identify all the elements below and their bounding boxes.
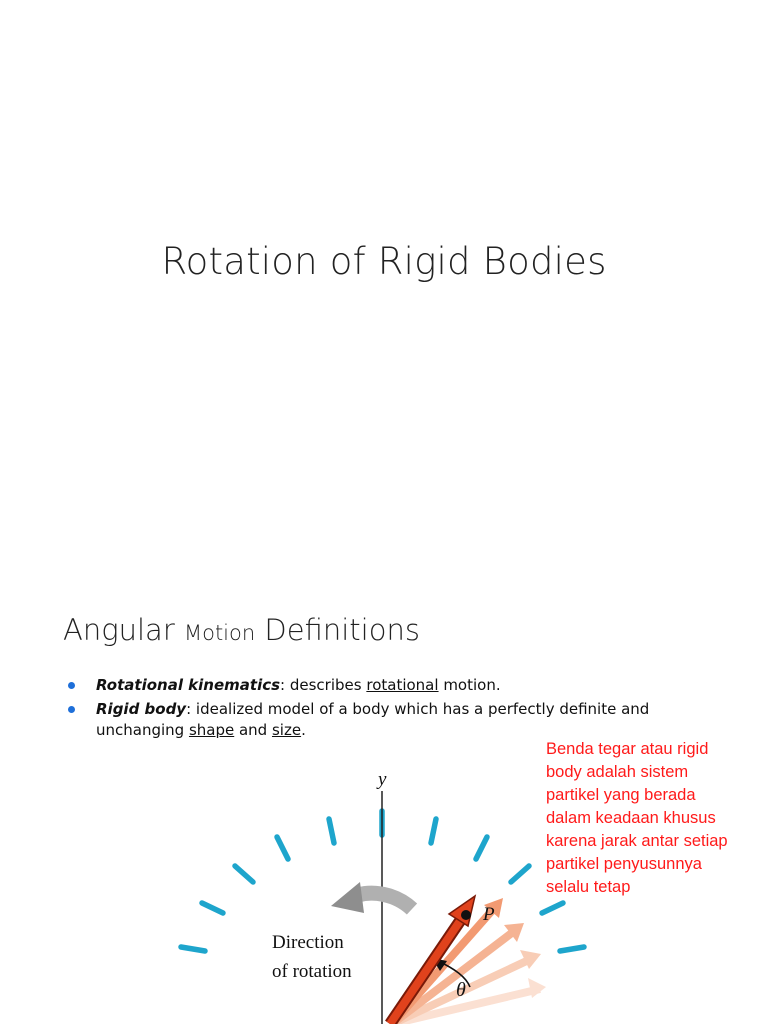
tick-mark (274, 834, 291, 862)
definition-text: . (301, 721, 306, 739)
rotation-arrowhead-icon (331, 882, 364, 913)
definitions-slide: Angular Motion Definitions Rotational ki… (0, 575, 768, 1024)
term: Rigid body (96, 700, 187, 718)
faded-arrowhead-icon (484, 898, 503, 918)
underlined-word: shape (188, 721, 235, 739)
point-p-label: P (482, 904, 495, 925)
angle-label: θ (456, 979, 466, 1001)
faded-arrowhead-icon (528, 978, 546, 998)
list-item: Rigid body: idealized model of a body wh… (68, 699, 728, 741)
heading-part-3: Definitions (255, 613, 420, 647)
faded-arrow (390, 954, 535, 1024)
tick-mark (557, 944, 587, 954)
tick-mark (232, 863, 256, 885)
definition-text: and (234, 721, 272, 739)
point-p (461, 910, 471, 920)
rotation-direction-arrow (355, 885, 418, 915)
direction-label-line2: of rotation (272, 961, 352, 982)
direction-label-line1: Direction (272, 932, 344, 953)
tick-mark (428, 816, 439, 846)
tick-mark (508, 863, 532, 885)
definition-text: : describes (280, 676, 367, 694)
underlined-word: rotational (366, 676, 439, 694)
bullet-icon (68, 706, 75, 713)
tick-mark (178, 944, 208, 954)
heading-part-1: Angular (63, 613, 184, 647)
definition-text: : idealized model of a body which has a … (96, 700, 650, 739)
list-item: Rotational kinematics: describes rotatio… (68, 675, 728, 696)
term: Rotational kinematics (96, 676, 281, 694)
tick-mark (539, 900, 566, 916)
tick-mark (473, 834, 490, 862)
faded-arrow (389, 925, 520, 1024)
rigid-body-rotation-figure: y Direction of rotation θ P (178, 769, 587, 1024)
heading-part-2: Motion (183, 621, 256, 645)
underlined-word: size (271, 721, 302, 739)
y-axis-label: y (376, 769, 387, 790)
faded-arrowhead-icon (520, 950, 541, 969)
tick-mark (326, 816, 337, 846)
faded-arrowhead-icon (504, 923, 524, 942)
definitions-list: Rotational kinematics: describes rotatio… (68, 675, 728, 744)
bullet-icon (68, 682, 75, 689)
tick-mark (199, 900, 226, 916)
title-slide: Rotation of Rigid Bodies (161, 240, 607, 283)
main-arrow (386, 915, 466, 1024)
slide-heading: Angular Motion Definitions (63, 613, 420, 647)
slide-title: Rotation of Rigid Bodies (161, 240, 607, 283)
faded-arrow (391, 985, 541, 1024)
definition-text: motion. (438, 676, 501, 694)
indonesian-note: Benda tegar atau rigid body adalah siste… (546, 740, 728, 896)
